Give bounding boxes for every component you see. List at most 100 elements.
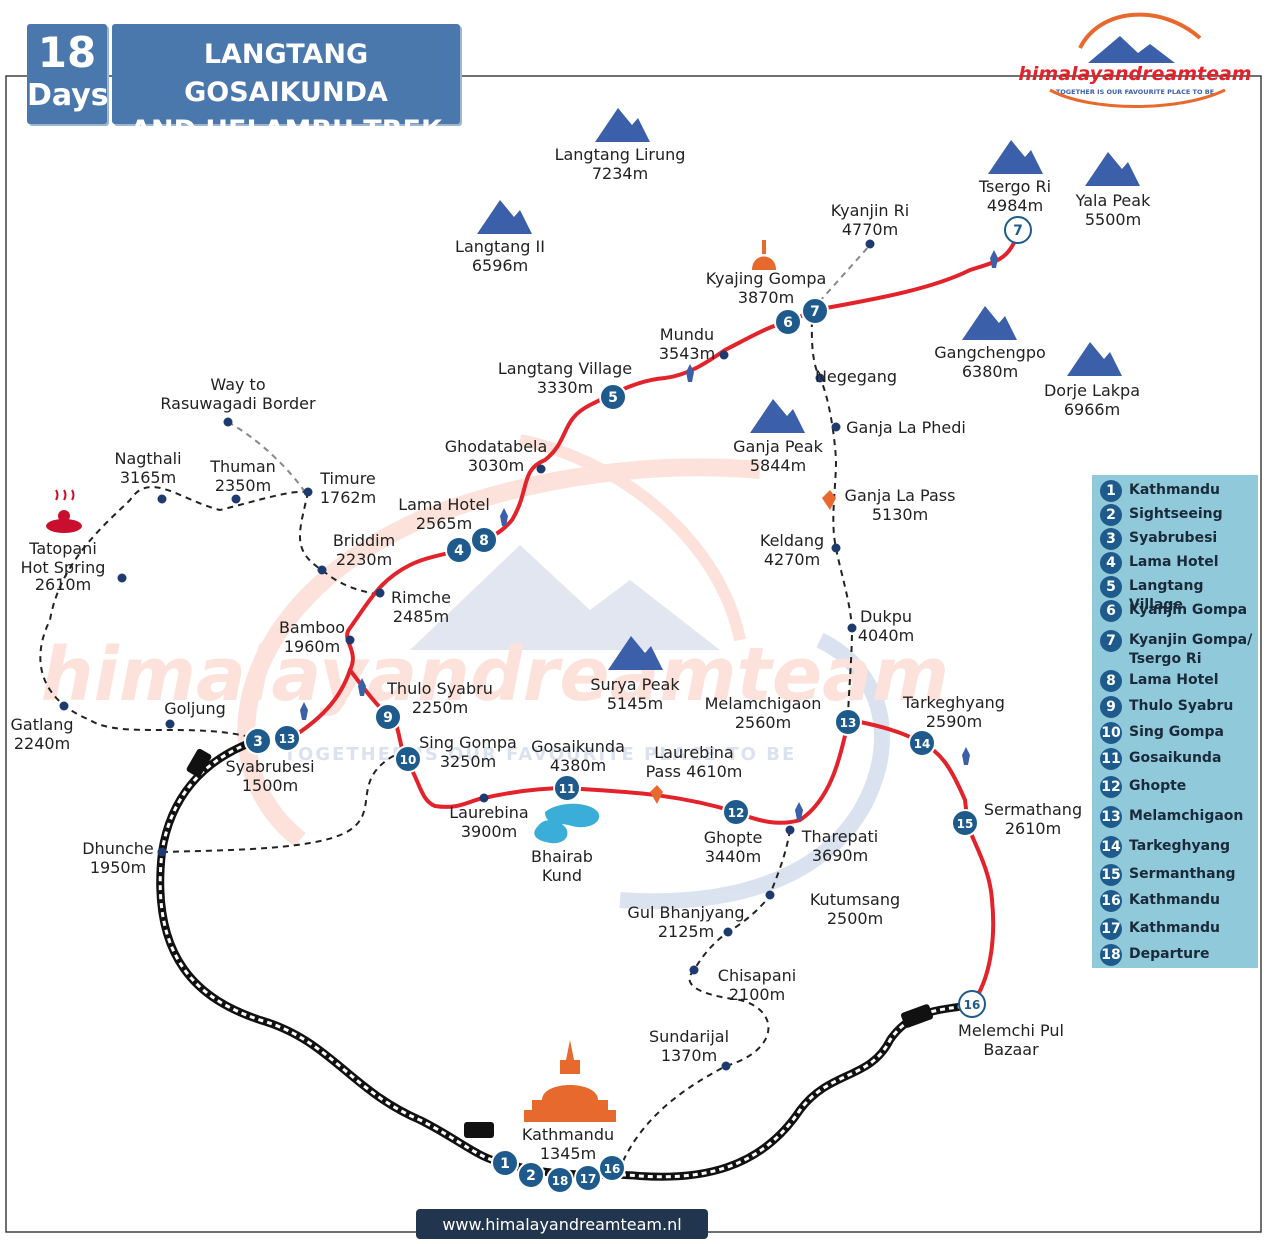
website-url[interactable]: www.himalayandreamteam.nl [416, 1209, 708, 1239]
waypoint-dot [719, 350, 729, 360]
trek-title: LANGTANG GOSAIKUNDA AND HELAMBU TREK [112, 24, 460, 146]
svg-text:12: 12 [728, 806, 745, 820]
place-name: Briddim [333, 531, 395, 550]
waypoint-dot [157, 494, 167, 504]
waypoint-dot [689, 965, 699, 975]
waypoint-dot [479, 793, 489, 803]
place-elevation: 5130m [872, 505, 928, 524]
place-elevation: 3870m [738, 288, 794, 307]
peak-name: Gangchengpo [934, 343, 1046, 362]
legend-day-label: Lama Hotel [1129, 554, 1219, 570]
legend-day-label: Langtang Village [1129, 578, 1204, 613]
place-name: Goljung [164, 699, 226, 718]
hiker-icon [500, 508, 508, 526]
legend-day-label: Sing Gompa [1129, 724, 1224, 740]
peak-elevation: 6380m [962, 362, 1018, 381]
legend-day-number: 17 [1100, 918, 1122, 940]
svg-text:9: 9 [383, 710, 393, 726]
place-name: Negegang [815, 367, 897, 386]
peak-name: Surya Peak [590, 675, 680, 694]
peak-name: Langtang Lirung [555, 145, 686, 164]
days-number: 18 [37, 28, 97, 77]
legend-day-label: Syabrubesi [1129, 530, 1218, 546]
stop-marker: 3 [244, 727, 272, 755]
legend-day-number: 18 [1100, 944, 1122, 966]
place-name: Kyanjin Ri [831, 201, 909, 220]
place-elevation: 3330m [537, 378, 593, 397]
place-elevation: 1950m [90, 858, 146, 877]
place-name: Laurebina [449, 803, 528, 822]
place-elevation: 2560m [735, 713, 791, 732]
waypoint-dot [815, 373, 825, 383]
svg-text:5: 5 [608, 390, 618, 406]
legend-day-label: Ghopte [1129, 778, 1187, 794]
place-name: Bamboo [279, 618, 345, 637]
stop-marker: 1 [491, 1149, 519, 1177]
stop-marker: 14 [908, 729, 936, 757]
svg-text:14: 14 [914, 737, 931, 751]
place-name: Nagthali [114, 449, 181, 468]
place-elevation: 3030m [468, 456, 524, 475]
legend-day-label: Thulo Syabru [1129, 698, 1234, 714]
waypoint-dot [785, 825, 795, 835]
watermark: himalayandreamteam TOGETHER IS OUR FAVOU… [41, 434, 949, 910]
pass-icon [650, 490, 836, 804]
peak-elevation: 7234m [592, 164, 648, 183]
legend-day-number: 2 [1100, 504, 1122, 526]
place-name: Sermathang [984, 800, 1082, 819]
peak-name: Yala Peak [1075, 191, 1151, 210]
place-elevation: 3250m [440, 752, 496, 771]
legend-day-number: 9 [1100, 696, 1122, 718]
legend-day-number: 8 [1100, 670, 1122, 692]
legend-day-label: Melamchigaon [1129, 808, 1244, 824]
legend-day-number: 6 [1100, 600, 1122, 622]
legend-day-label: Kyanjin Gompa [1129, 602, 1248, 618]
peak-elevation: 5145m [607, 694, 663, 713]
stop-marker: 5 [599, 383, 627, 411]
legend-day-number: 3 [1100, 528, 1122, 550]
svg-text:13: 13 [840, 716, 857, 730]
jeep-icon [901, 1004, 933, 1028]
waypoint-dot [831, 422, 841, 432]
place-elevation: 3900m [461, 822, 517, 841]
place-name: Ganja La Phedi [846, 418, 966, 437]
legend-day-number: 16 [1100, 890, 1122, 912]
place-name: Melemchi Pul [958, 1021, 1064, 1040]
legend-day-label: Departure [1129, 946, 1210, 962]
hiker-icon [795, 802, 803, 820]
stop-marker: 6 [774, 308, 802, 336]
stop-marker: 10 [394, 745, 422, 773]
title-line-2: AND HELAMBU TREK [130, 115, 442, 146]
legend-day-number: 1 [1100, 480, 1122, 502]
peak-name: Ganja Peak [733, 437, 823, 456]
place-elevation: 2250m [412, 698, 468, 717]
place-elevation: 2350m [215, 476, 271, 495]
place-elevation: 4380m [550, 756, 606, 775]
svg-text:4: 4 [454, 543, 464, 559]
lake-icon [534, 803, 600, 844]
peak-elevation: 5500m [1085, 210, 1141, 229]
mountain-icon [1085, 152, 1140, 186]
svg-text:16: 16 [964, 998, 981, 1012]
svg-text:6: 6 [783, 315, 793, 331]
svg-text:18: 18 [552, 1174, 569, 1188]
legend-day-label: Tarkeghyang [1129, 838, 1231, 854]
stop-marker: 4 [445, 536, 473, 564]
place-elevation: 2240m [14, 734, 70, 753]
legend-day-number: 11 [1100, 748, 1122, 770]
peak-elevation: 6966m [1064, 400, 1120, 419]
days-label: Days [27, 78, 109, 113]
place-elevation: 4270m [764, 550, 820, 569]
place-name: Tarkeghyang [902, 693, 1005, 712]
waypoint-dot [865, 239, 875, 249]
place-name: Bhairab [531, 847, 593, 866]
brand-tagline: TOGETHER IS OUR FAVOURITE PLACE TO BE [1056, 88, 1214, 96]
place-name: Syabrubesi [225, 757, 314, 776]
